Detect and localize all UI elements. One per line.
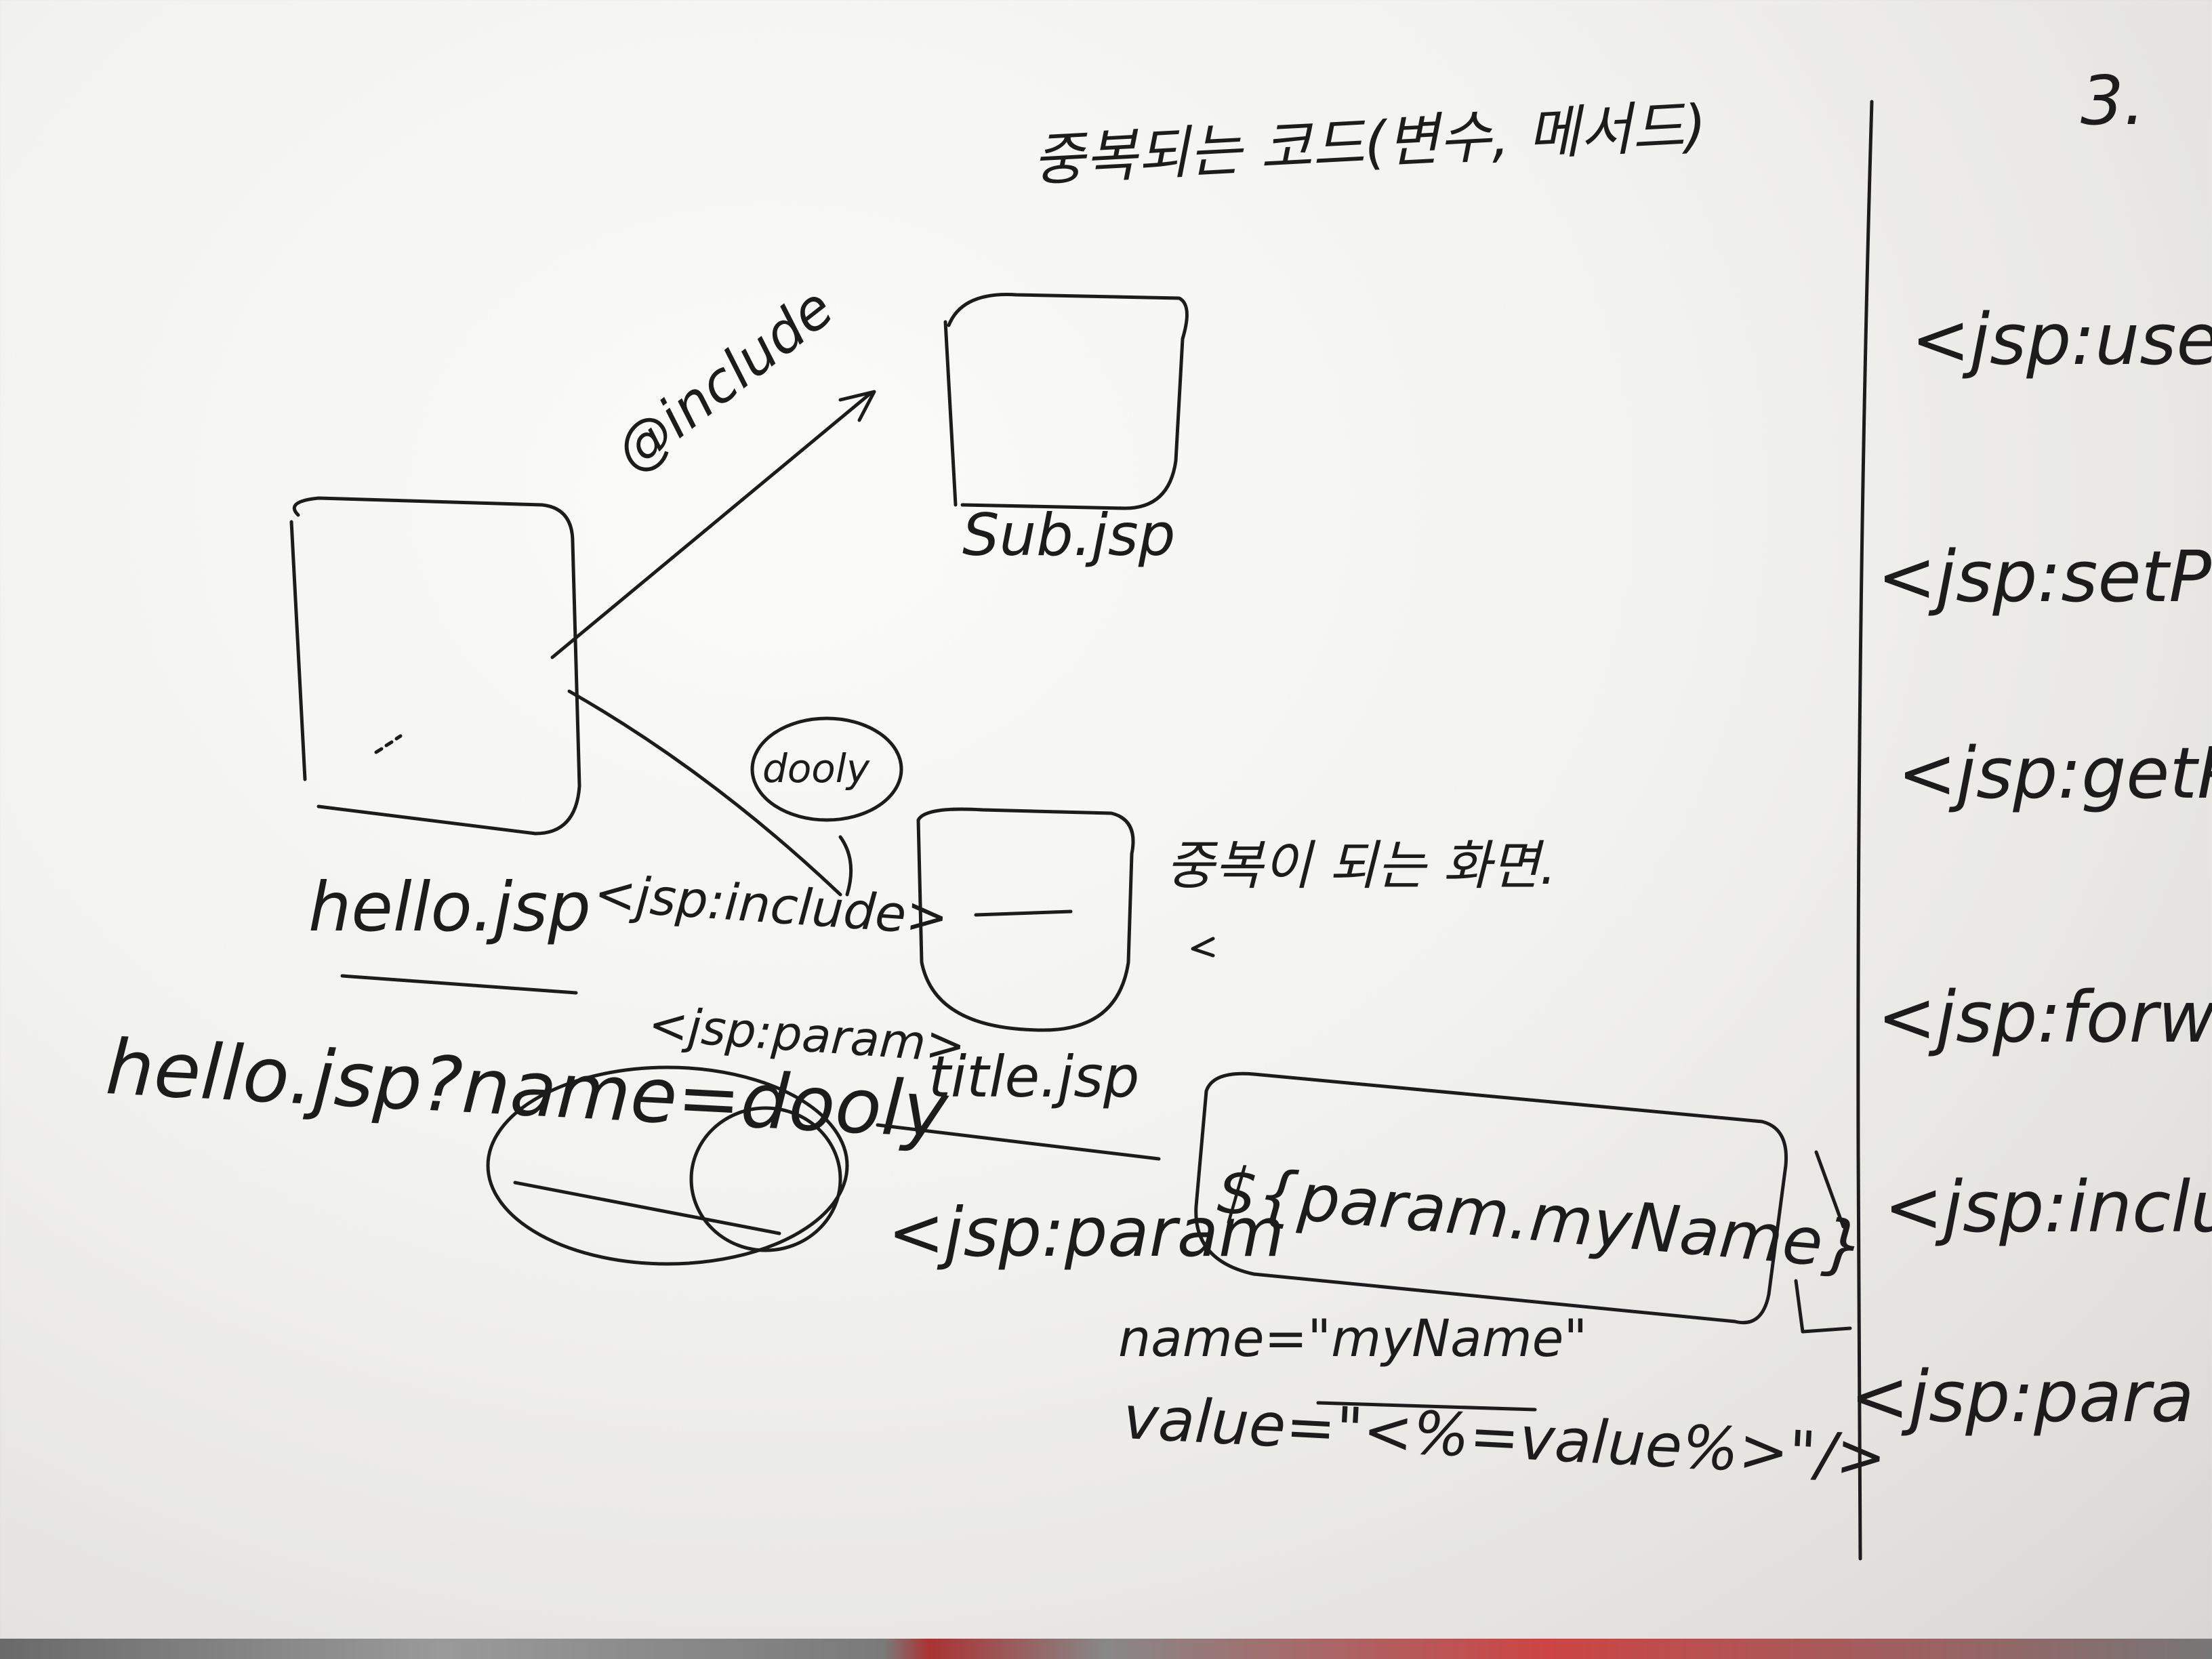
title-label: title.jsp xyxy=(928,1044,1140,1110)
hello-label: hello.jsp xyxy=(308,867,591,947)
query-underline xyxy=(513,1181,781,1235)
dup-screen-note: 중복이 되는 화면. xyxy=(1166,836,1557,897)
dooly-bubble xyxy=(750,716,903,822)
dooly-circle xyxy=(689,1106,842,1252)
right-list-item: <jsp:setP xyxy=(1877,535,2211,618)
connector xyxy=(1191,937,1852,1334)
board-divider xyxy=(1856,100,1874,1561)
bubble-tail xyxy=(838,835,853,897)
title-underline xyxy=(876,1123,1161,1161)
param-open: <jsp:param xyxy=(888,1193,1285,1272)
param-name: name="myName" xyxy=(1118,1308,1588,1368)
bubble-text: dooly xyxy=(762,745,870,792)
query-circle xyxy=(486,1065,849,1266)
myname-underline xyxy=(1316,1401,1537,1412)
sub-label: Sub.jsp xyxy=(962,501,1176,569)
right-list-item: <jsp:forw xyxy=(1877,976,2212,1059)
right-list-item: <jsp:para xyxy=(1850,1355,2194,1438)
marker-tray xyxy=(0,1639,2212,1659)
include-line xyxy=(567,689,842,897)
dots xyxy=(374,734,403,754)
hello-underline xyxy=(340,974,578,995)
right-list-item: <jsp:inclu xyxy=(1884,1166,2212,1248)
include-arrow xyxy=(550,390,876,659)
hello-box xyxy=(289,496,581,836)
el-box xyxy=(1194,1071,1788,1325)
sub-box xyxy=(943,293,1189,510)
right-list-item: <jsp:use xyxy=(1911,298,2212,381)
right-list-item: <jsp:getP xyxy=(1898,732,2212,815)
section-number: 3. xyxy=(2081,61,2146,140)
title-box xyxy=(916,807,1135,1032)
